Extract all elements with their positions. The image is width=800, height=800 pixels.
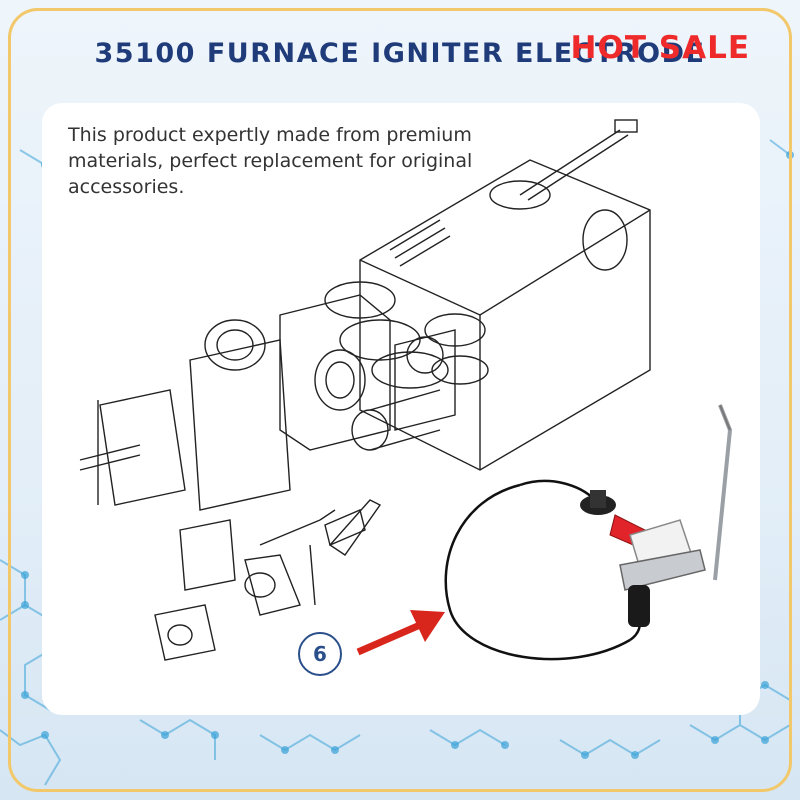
gold-frame <box>8 8 792 792</box>
red-arrow-icon <box>356 610 445 656</box>
product-description: This product expertly made from premium … <box>68 124 473 198</box>
product-title: 35100 FURNACE IGNITER ELECTRODE <box>94 38 706 69</box>
hot-sale-badge: HOT SALE <box>570 30 750 66</box>
part-callout-number: 6 <box>298 632 342 676</box>
igniter-electrode-illustration <box>444 404 733 661</box>
furnace-exploded-diagram <box>79 119 651 661</box>
